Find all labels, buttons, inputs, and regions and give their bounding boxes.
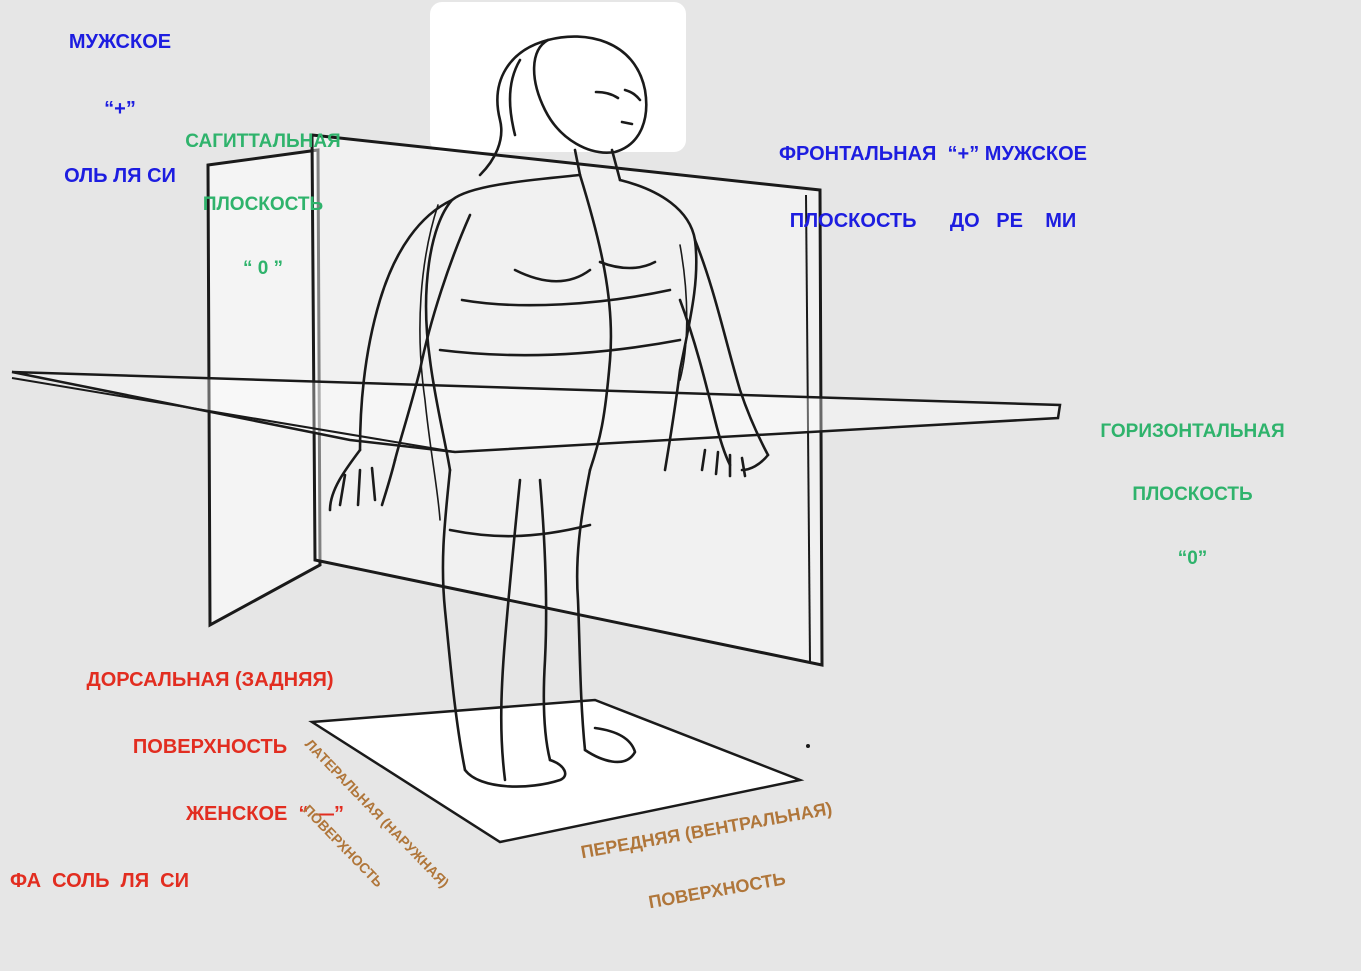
floor-dot: [806, 744, 810, 748]
sagittal-line-2: ПЛОСКОСТЬ: [118, 194, 408, 215]
sagittal-plane-label: САГИТТАЛЬНАЯ ПЛОСКОСТЬ “ 0 ”: [118, 88, 408, 301]
frontal-line-1: ФРОНТАЛЬНАЯ “+” МУЖСКОЕ: [668, 143, 1198, 165]
dorsal-line-1: ДОРСАЛЬНАЯ (ЗАДНЯЯ): [10, 669, 410, 691]
frontal-line-2: ПЛОСКОСТЬ ДО РЕ МИ: [668, 210, 1198, 232]
horizontal-line-1: ГОРИЗОНТАЛЬНАЯ: [1030, 421, 1355, 442]
horizontal-plane-label: ГОРИЗОНТАЛЬНАЯ ПЛОСКОСТЬ “0”: [1030, 378, 1355, 591]
sagittal-line-1: САГИТТАЛЬНАЯ: [118, 131, 408, 152]
top-left-line-1: МУЖСКОЕ: [0, 31, 240, 53]
horizontal-line-2: ПЛОСКОСТЬ: [1030, 484, 1355, 505]
frontal-plane-label: ФРОНТАЛЬНАЯ “+” МУЖСКОЕ ПЛОСКОСТЬ ДО РЕ …: [668, 98, 1198, 255]
horizontal-line-3: “0”: [1030, 548, 1355, 569]
sagittal-line-3: “ 0 ”: [118, 258, 408, 279]
